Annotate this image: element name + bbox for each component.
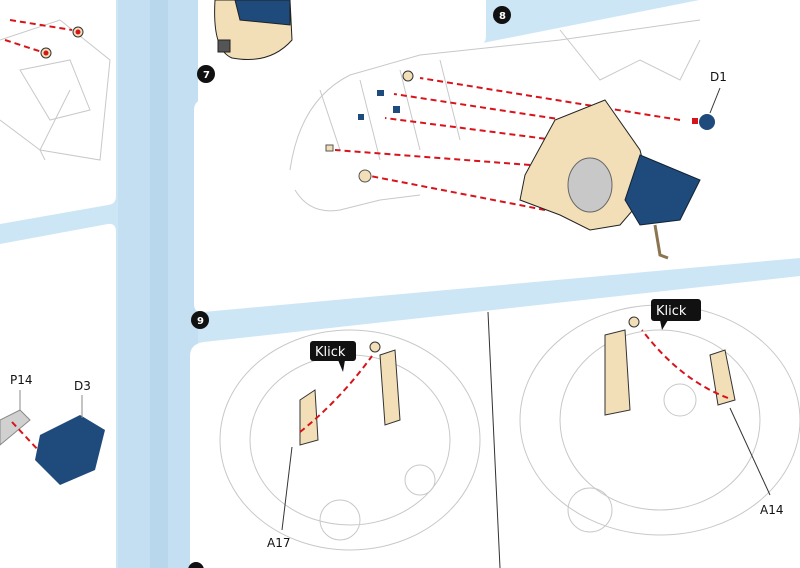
svg-text:Klick: Klick bbox=[315, 345, 346, 360]
part-label-a14: A14 bbox=[760, 503, 783, 517]
step-8-line-art bbox=[289, 19, 701, 212]
svg-text:9: 9 bbox=[197, 316, 204, 327]
klick-callout-left: Klick bbox=[310, 341, 356, 372]
svg-text:Klick: Klick bbox=[656, 304, 687, 319]
step-9-divider bbox=[487, 311, 501, 568]
step-number-7: 7 bbox=[197, 65, 215, 83]
left-top-line-art bbox=[0, 19, 111, 161]
part-label-p14: P14 bbox=[10, 373, 33, 387]
panel-left-top bbox=[0, 0, 116, 224]
step-number-8: 8 bbox=[493, 6, 511, 24]
step-9-parts bbox=[281, 316, 771, 531]
svg-text:8: 8 bbox=[499, 11, 506, 22]
part-label-d3: D3 bbox=[74, 379, 91, 393]
part-d1 bbox=[692, 87, 721, 130]
svg-text:7: 7 bbox=[203, 70, 210, 81]
step-number-next bbox=[188, 562, 204, 568]
part-label-d1: D1 bbox=[710, 70, 727, 84]
assembly-arrows bbox=[325, 70, 681, 211]
panel-step-9 bbox=[190, 276, 800, 568]
step-7-part bbox=[214, 0, 293, 61]
face-part bbox=[519, 99, 701, 260]
panel-left-bottom bbox=[0, 223, 116, 568]
part-p14-d3 bbox=[0, 390, 105, 485]
step-number-9: 9 bbox=[191, 311, 209, 329]
panel-step-8 bbox=[194, 0, 800, 313]
klick-callout-right: Klick bbox=[651, 299, 701, 330]
part-label-a17: A17 bbox=[267, 536, 290, 550]
